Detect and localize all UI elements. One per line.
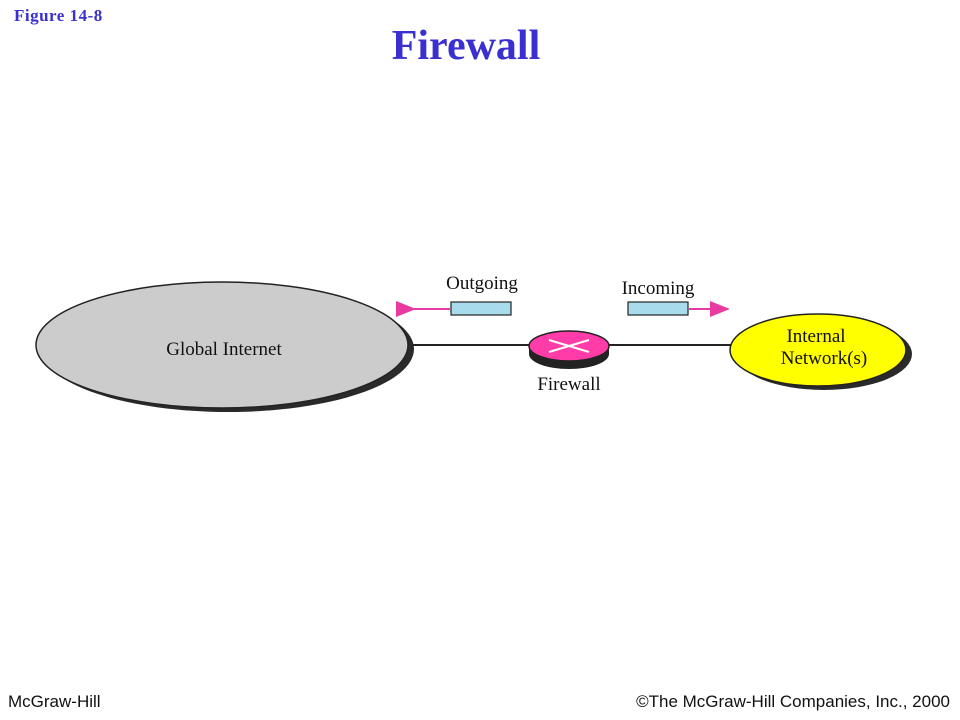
global-internet-label: Global Internet: [166, 339, 282, 360]
firewall-label: Firewall: [537, 374, 600, 395]
outgoing-packet: [450, 301, 512, 316]
internal-network-label-line1: Internal: [786, 326, 845, 347]
firewall-cross-icon-b: [548, 339, 590, 353]
internal-network-node: [729, 313, 907, 387]
footer-publisher: McGraw-Hill: [8, 692, 101, 711]
global-internet-node: [35, 281, 409, 409]
footer-copyright: ©The McGraw-Hill Companies, Inc., 2000: [636, 692, 950, 711]
outgoing-label: Outgoing: [446, 273, 518, 294]
internal-network-label-line2: Network(s): [781, 348, 868, 369]
incoming-label: Incoming: [622, 278, 695, 299]
incoming-packet: [627, 301, 689, 316]
page-title: Firewall: [391, 23, 541, 69]
figure-label: Figure 14-8: [14, 6, 103, 25]
